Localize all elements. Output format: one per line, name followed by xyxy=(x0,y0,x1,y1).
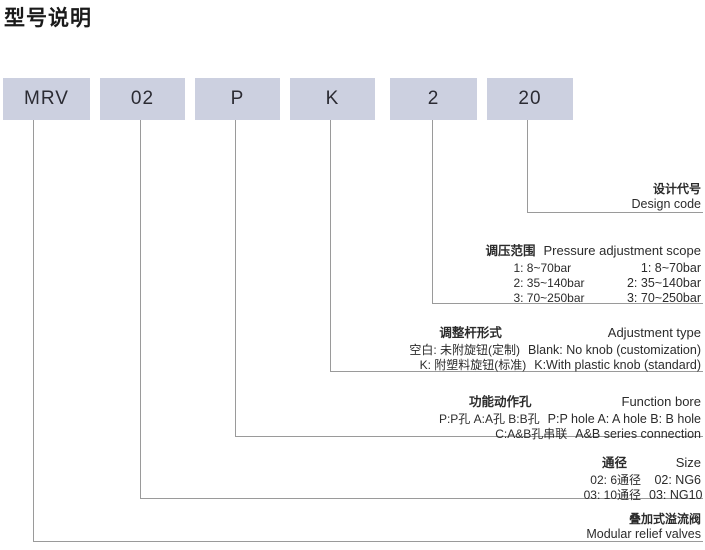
design-code-en: Design code xyxy=(631,197,702,211)
leader-line-product-horizontal xyxy=(33,541,703,542)
code-box-series[interactable]: MRV xyxy=(3,78,90,120)
function-bore-row-1-cn: C:A&B孔串联 xyxy=(495,427,568,441)
annotation-design-code: 设计代号 Design code xyxy=(632,180,702,211)
pressure-scope-row-1-en: 2: 35~140bar xyxy=(626,276,701,290)
size-row-1-en: 03: NG10 xyxy=(649,488,703,502)
annotation-adjustment-type: 调整杆形式 Adjustment type 空白: 未附旋钮(定制) Blank… xyxy=(409,322,701,373)
code-box-size[interactable]: 02 xyxy=(100,78,185,120)
size-row-1-cn: 03: 10通径 xyxy=(583,488,641,502)
size-en: Size xyxy=(675,455,701,470)
adjustment-type-row-0-cn: 空白: 未附旋钮(定制) xyxy=(409,343,520,357)
leader-line-function-bore-vertical xyxy=(235,120,236,437)
leader-line-design-code-vertical xyxy=(527,120,528,213)
pressure-scope-row-0-en: 1: 8~70bar xyxy=(640,261,701,275)
adjustment-type-row-0-en: Blank: No knob (customization) xyxy=(528,343,701,357)
adjustment-type-en: Adjustment type xyxy=(607,325,701,340)
annotation-function-bore: 功能动作孔 Function bore P:P孔 A:A孔 B:B孔 P:P h… xyxy=(439,391,701,442)
pressure-scope-row-2-en: 3: 70~250bar xyxy=(626,291,701,305)
size-row-0-cn: 02: 6通径 xyxy=(590,473,641,487)
pressure-scope-row-1-cn: 2: 35~140bar xyxy=(513,276,585,290)
adjustment-type-row-1-cn: K: 附塑料旋钮(标准) xyxy=(419,358,527,372)
function-bore-row-0-en: P:P hole A: A hole B: B hole xyxy=(547,412,701,426)
adjustment-type-cn: 调整杆形式 xyxy=(439,326,502,340)
pressure-scope-row-2-cn: 3: 70~250bar xyxy=(513,291,585,305)
function-bore-row-0-cn: P:P孔 A:A孔 B:B孔 xyxy=(438,412,540,426)
leader-line-size-vertical xyxy=(140,120,141,499)
annotation-pressure-scope: 调压范围 Pressure adjustment scope 1: 8~70ba… xyxy=(485,240,701,306)
product-cn: 叠加式溢流阀 xyxy=(628,512,701,526)
leader-line-product-vertical xyxy=(33,120,34,542)
design-code-cn: 设计代号 xyxy=(652,182,701,196)
code-box-adjustment-type[interactable]: K xyxy=(290,78,375,120)
annotation-product: 叠加式溢流阀 Modular relief valves xyxy=(586,510,701,541)
leader-line-pressure-scope-horizontal xyxy=(432,303,703,304)
page-title: 型号说明 xyxy=(4,7,92,30)
leader-line-design-code-horizontal xyxy=(527,212,703,213)
product-en: Modular relief valves xyxy=(586,527,701,541)
annotation-size: 通径 Size 02: 6通径 02: NG6 03: 10通径 03: NG1… xyxy=(583,452,703,503)
leader-line-pressure-scope-vertical xyxy=(432,120,433,304)
pressure-scope-cn: 调压范围 xyxy=(485,244,536,258)
size-row-0-en: 02: NG6 xyxy=(654,473,701,487)
size-cn: 通径 xyxy=(601,456,627,470)
leader-line-adjustment-type-vertical xyxy=(330,120,331,372)
pressure-scope-en: Pressure adjustment scope xyxy=(543,243,701,258)
adjustment-type-row-1-en: K:With plastic knob (standard) xyxy=(534,358,701,372)
code-box-design-code[interactable]: 20 xyxy=(487,78,573,120)
leader-line-function-bore-horizontal xyxy=(235,436,703,437)
leader-line-size-horizontal xyxy=(140,498,703,499)
code-box-pressure-scope[interactable]: 2 xyxy=(390,78,477,120)
function-bore-en: Function bore xyxy=(621,394,702,409)
function-bore-cn: 功能动作孔 xyxy=(468,395,532,409)
function-bore-row-1-en: A&B series connection xyxy=(575,427,701,441)
pressure-scope-row-0-cn: 1: 8~70bar xyxy=(513,261,572,275)
code-box-function-bore[interactable]: P xyxy=(195,78,280,120)
leader-line-adjustment-type-horizontal xyxy=(330,371,703,372)
